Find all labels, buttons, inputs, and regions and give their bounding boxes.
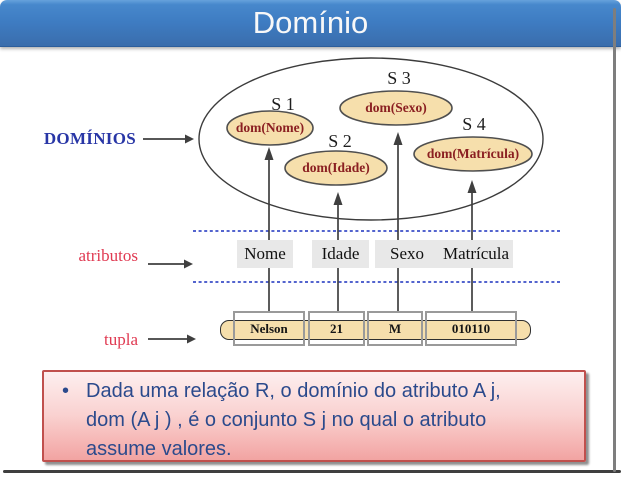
attribute-cell-matricula: Matrícula xyxy=(439,240,513,268)
definition-line: Dada uma relação R, o domínio do atribut… xyxy=(86,380,501,402)
dom-label-idade: dom(Idade) xyxy=(302,160,370,175)
right-arrow-icon xyxy=(148,334,196,344)
set-name-s4: S 4 xyxy=(462,114,486,134)
up-arrow-icon xyxy=(264,147,274,311)
set-ellipse-nome xyxy=(226,110,314,146)
title-bar: Domínio xyxy=(0,0,621,47)
tuple-value-nome: Nelson xyxy=(233,311,305,346)
set-name-s1: S 1 xyxy=(271,94,295,114)
right-arrow-icons xyxy=(143,134,196,344)
domains-ellipse xyxy=(198,57,544,221)
set-ellipse-idade xyxy=(284,150,388,186)
tuple-value-sexo: M xyxy=(367,311,423,346)
domains-label: DOMÍNIOS xyxy=(43,129,136,148)
definition-line: assume valores. xyxy=(86,438,232,460)
tuple-label: tupla xyxy=(104,330,138,349)
up-arrow-icon xyxy=(393,132,403,311)
tuple-bar xyxy=(220,320,531,340)
bullet-icon: • xyxy=(62,380,70,402)
attribute-cell-sexo: Sexo xyxy=(375,240,439,268)
slide-shadow-right xyxy=(613,8,616,472)
set-ellipses xyxy=(226,90,533,186)
set-ellipse-matricula xyxy=(413,136,533,172)
slide-shadow-bottom xyxy=(3,470,621,473)
attribute-cell-nome: Nome xyxy=(237,240,293,268)
definition-line: dom (A j ) , é o conjunto S j no qual o … xyxy=(86,409,487,431)
set-name-s3: S 3 xyxy=(387,68,411,88)
set-ellipse-sexo xyxy=(339,90,453,126)
right-arrow-icon xyxy=(143,134,194,144)
attributes-label: atributos xyxy=(78,246,139,265)
tuple-value-idade: 21 xyxy=(308,311,365,346)
page-title: Domínio xyxy=(252,5,369,40)
attribute-cell-idade: Idade xyxy=(312,240,369,268)
dom-label-sexo: dom(Sexo) xyxy=(365,100,427,115)
right-arrow-icon xyxy=(148,259,193,269)
set-name-s2: S 2 xyxy=(328,131,352,151)
definition-text: Dada uma relação R, o domínio do atribut… xyxy=(86,377,501,464)
tuple-value-matricula: 010110 xyxy=(425,311,517,346)
dom-label-nome: dom(Nome) xyxy=(235,120,305,135)
dom-label-matricula: dom(Matrícula) xyxy=(426,146,520,161)
definition-note-box: • Dada uma relação R, o domínio do atrib… xyxy=(42,370,586,462)
